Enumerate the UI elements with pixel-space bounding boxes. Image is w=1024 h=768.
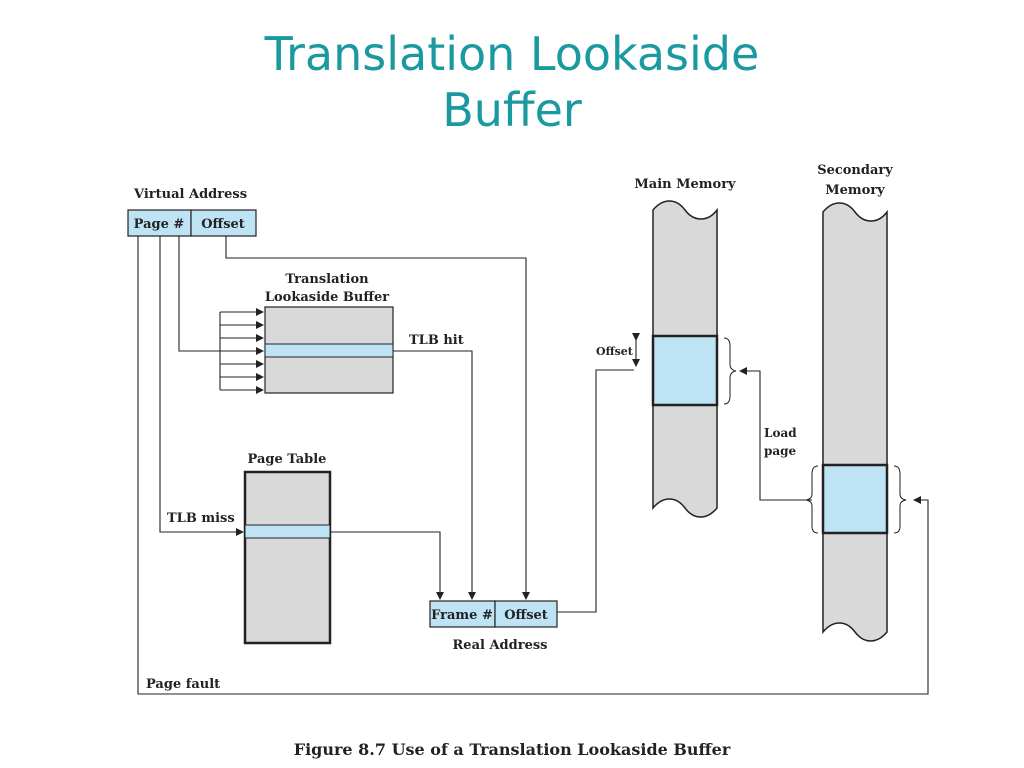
secondary-left-brace <box>805 465 819 534</box>
page-table-box <box>243 470 332 645</box>
virtual-offset-label: Offset <box>201 217 245 232</box>
slide-title: Translation Lookaside Buffer <box>0 26 1024 138</box>
virtual-address-label: Virtual Address <box>133 187 247 202</box>
tlb-label-1: Translation <box>285 272 369 287</box>
secondary-memory-label-1: Secondary <box>817 163 893 178</box>
virtual-page-label: Page # <box>134 217 185 232</box>
main-memory-offset-label: Offset <box>596 345 634 358</box>
secondary-memory-page <box>821 463 889 535</box>
virtual-offset-field <box>190 209 257 237</box>
main-memory-brace <box>723 337 737 405</box>
page-table-label: Page Table <box>248 452 327 467</box>
main-memory-frame <box>651 334 719 407</box>
load-page-label-1: Load <box>764 426 797 440</box>
connectors <box>137 236 929 695</box>
figure-caption: Figure 8.7 Use of a Translation Lookasid… <box>293 740 731 759</box>
title-line-2: Buffer <box>442 83 582 137</box>
real-offset-label: Offset <box>504 608 548 623</box>
secondary-memory-label-2: Memory <box>825 183 885 198</box>
load-page-label-2: page <box>764 444 797 458</box>
main-memory-label: Main Memory <box>634 177 736 192</box>
real-offset-field <box>494 600 558 628</box>
page-fault-label: Page fault <box>146 677 220 692</box>
tlb-input-arrows <box>219 308 264 394</box>
secondary-memory-column <box>822 202 888 642</box>
real-address-label: Real Address <box>453 638 548 653</box>
tlb-miss-label: TLB miss <box>167 511 235 526</box>
secondary-right-brace <box>893 465 907 534</box>
page-table-row <box>244 524 331 539</box>
tlb-hit-label: TLB hit <box>409 333 464 348</box>
real-frame-label: Frame # <box>431 608 493 623</box>
tlb-label-2: Lookaside Buffer <box>265 290 389 305</box>
title-line-1: Translation Lookaside <box>264 27 760 81</box>
tlb-hit-row <box>264 343 394 358</box>
